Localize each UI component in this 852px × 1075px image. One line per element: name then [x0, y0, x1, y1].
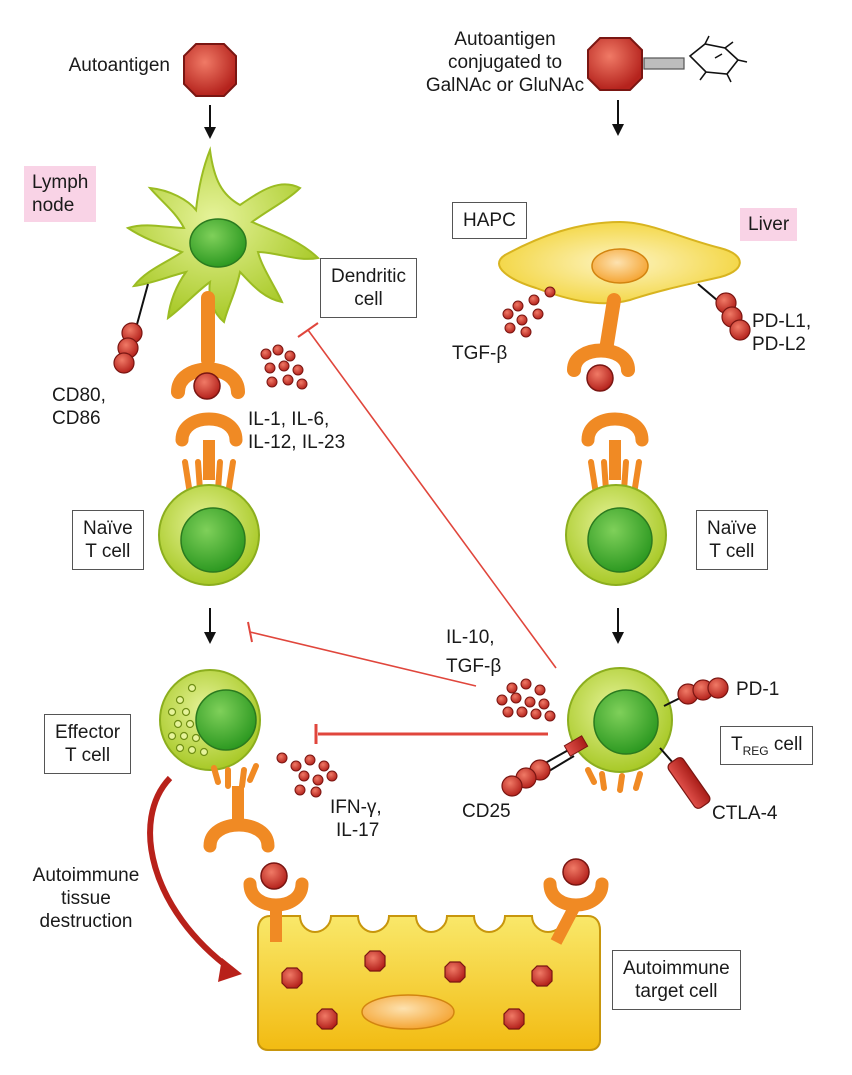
tgf-mid-line: TGF-β [446, 656, 502, 677]
target-line2: target cell [635, 981, 718, 1002]
dendritic-cell-line1: Dendritic [331, 266, 406, 287]
target-line1: Autoimmune [623, 958, 730, 979]
cd80-cd86-icon [113, 283, 149, 374]
cd25-label: CD25 [462, 801, 511, 822]
cytokines-treg-icon [496, 678, 556, 722]
il-line2: IL-12, IL-23 [248, 432, 346, 453]
naive-t-cell-right-label: Naïve T cell [696, 510, 768, 570]
il-cytokines-label: IL-1, IL-6, IL-12, IL-23 [248, 408, 345, 454]
cytokines-effector-icon [276, 752, 338, 798]
naive-t-cell-left-label: Naïve T cell [72, 510, 144, 570]
target-cell-icon [257, 915, 601, 1051]
il-line1: IL-1, IL-6, [248, 409, 330, 430]
cytokines-dc-icon [260, 344, 308, 390]
autoantigen-right-label: Autoantigen conjugated to GalNAc or GluN… [420, 28, 590, 97]
pd-1-label: PD-1 [736, 679, 780, 700]
pdl2-line: PD-L2 [752, 334, 806, 355]
destruction-arrowhead [218, 958, 242, 982]
destruction-line1: Autoimmune [32, 865, 140, 886]
destruction-line3: destruction [39, 911, 133, 932]
autoantigen-right-line1: Autoantigen [454, 29, 556, 50]
mhc-dc-icon [171, 291, 245, 400]
cd80-cd86-label: CD80, CD86 [52, 384, 106, 430]
autoimmune-destruction-label: Autoimmune tissue destruction [26, 864, 146, 933]
tgf-beta-top-label: TGF-β [452, 343, 508, 364]
cd25-icon [501, 735, 589, 797]
autoimmune-target-cell-label: Autoimmune target cell [612, 950, 741, 1010]
hapc-label: HAPC [452, 202, 527, 239]
effector-line2: T cell [65, 745, 111, 766]
naive-left-line2: T cell [85, 541, 131, 562]
ifn-il17-label: IFN-γ, IL-17 [330, 796, 382, 842]
autoantigen-left-icon [183, 43, 237, 97]
dendritic-cell-label: Dendritic cell [320, 258, 417, 318]
naive-t-cell-left-icon [158, 412, 260, 586]
destruction-arrow [147, 775, 234, 973]
autoantigen-conjugated-icon [587, 35, 748, 91]
effector-line1: Effector [55, 722, 121, 743]
destruction-line2: tissue [61, 888, 111, 909]
cd86-line: CD86 [52, 408, 101, 429]
dendritic-cell-line2: cell [354, 289, 383, 310]
treg-rest: cell [768, 734, 803, 755]
treg-cell-icon [567, 667, 673, 793]
effector-t-cell-icon [159, 669, 275, 853]
naive-left-line1: Naïve [83, 518, 133, 539]
pd-l1-l2-label: PD-L1, PD-L2 [752, 310, 811, 356]
pd-l1-l2-icon [697, 283, 751, 341]
autoantigen-left-label: Autoantigen [68, 55, 170, 76]
mhc-target-left-icon [243, 862, 309, 942]
pd-1-icon [663, 677, 729, 707]
mhc-hapc-icon [567, 293, 635, 392]
dendritic-cell-icon [125, 146, 321, 324]
lymph-node-label: Lymph node [24, 166, 97, 222]
il10-line: IL-10, [446, 627, 495, 648]
autoantigen-right-line3: GalNAc or GluNAc [425, 75, 585, 96]
lymph-node-line1: Lymph [32, 172, 89, 193]
naive-right-line1: Naïve [707, 518, 757, 539]
inhibition-lines [247, 322, 557, 744]
autoantigen-right-line2: conjugated to [447, 52, 563, 73]
treg-main: T [731, 734, 743, 755]
hapc-cell-icon [498, 220, 741, 305]
effector-t-cell-label: Effector T cell [44, 714, 132, 774]
ctla-4-label: CTLA-4 [712, 803, 778, 824]
cd80-line: CD80, [52, 385, 106, 406]
naive-right-line2: T cell [709, 541, 755, 562]
pdl1-line: PD-L1, [752, 311, 812, 332]
liver-label: Liver [740, 208, 798, 241]
il10-tgf-label: IL-10, TGF-β [446, 626, 501, 678]
mhc-target-right-icon [543, 858, 609, 945]
treg-cell-label: TREG cell [720, 726, 814, 765]
ctla-4-icon [659, 747, 711, 809]
naive-t-cell-right-icon [565, 412, 667, 586]
treg-subscript: REG [742, 744, 769, 758]
lymph-node-line2: node [32, 195, 75, 216]
ifn-line: IFN-γ, [330, 797, 382, 818]
tgf-beta-hapc-icon [502, 286, 556, 338]
il17-line: IL-17 [336, 820, 380, 841]
